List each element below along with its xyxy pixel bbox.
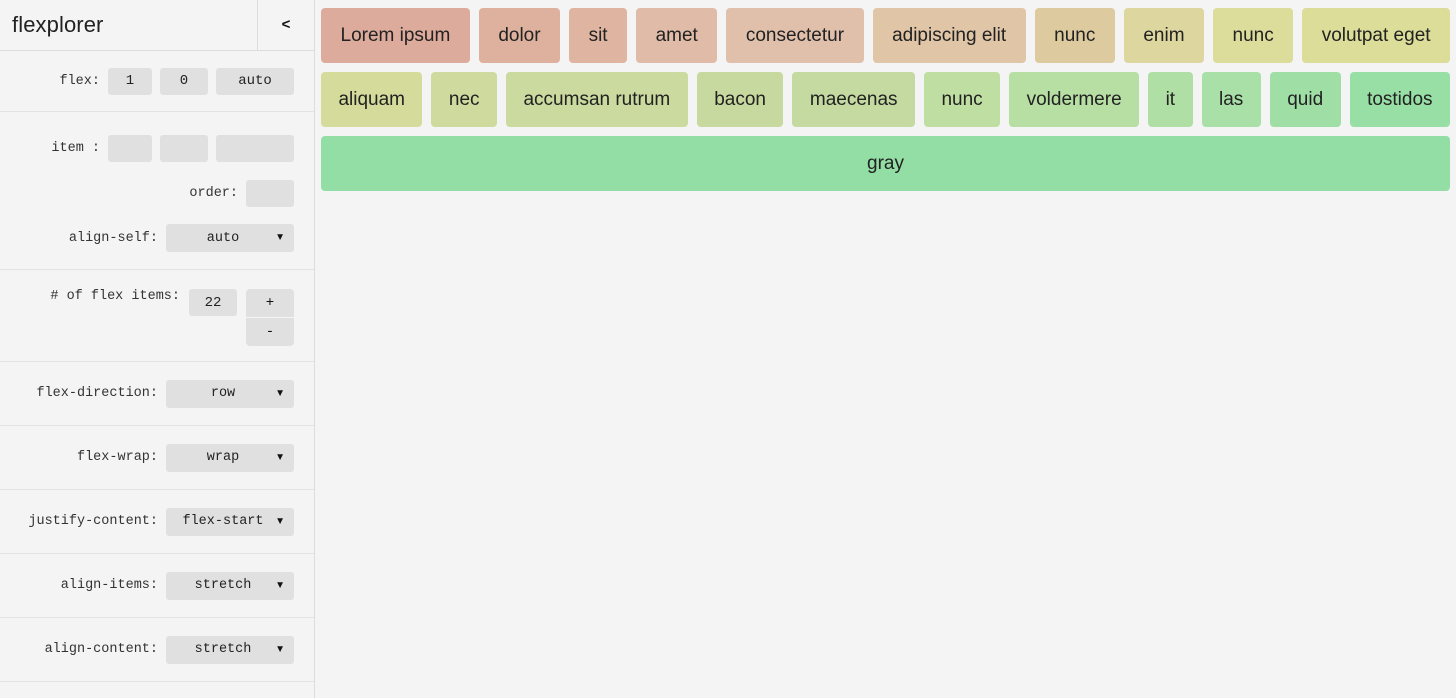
flex-item-count-stepper: + - bbox=[246, 289, 294, 346]
flex-item[interactable]: maecenas bbox=[792, 72, 916, 127]
sidebar: flexplorer < flex: item : order: bbox=[0, 0, 315, 698]
flex-item[interactable]: it bbox=[1148, 72, 1193, 127]
container-prop-row-flex-wrap: flex-wrap: nowrapwrapwrap-reverse▼ bbox=[0, 426, 314, 490]
container-prop-row-align-items: align-items: stretchflex-startflex-endcen… bbox=[0, 554, 314, 618]
flex-item[interactable]: tostidos bbox=[1349, 72, 1451, 127]
align-items-label: align-items: bbox=[60, 578, 158, 593]
container-prop-row-align-content: align-content: stretchflex-startflex-endc… bbox=[0, 618, 314, 682]
align-self-select[interactable]: autoflex-startflex-endcenterbaselinestre… bbox=[166, 224, 294, 252]
flex-item[interactable]: quid bbox=[1269, 72, 1341, 127]
item-properties-row: item : order: align-self: autoflex-start… bbox=[0, 112, 314, 270]
flex-item[interactable]: Lorem ipsum bbox=[321, 8, 470, 63]
flex-item[interactable]: adipiscing elit bbox=[872, 8, 1026, 63]
sidebar-header: flexplorer < bbox=[0, 0, 314, 51]
item-label: item : bbox=[51, 141, 100, 156]
flex-grow-input[interactable] bbox=[108, 67, 152, 95]
flex-item[interactable]: nunc bbox=[1213, 8, 1294, 63]
justify-content-label: justify-content: bbox=[28, 514, 158, 529]
order-input[interactable] bbox=[246, 180, 294, 207]
flex-item[interactable]: sit bbox=[569, 8, 628, 63]
flex-item[interactable]: aliquam bbox=[321, 72, 423, 127]
flex-wrap-select-wrap: nowrapwrapwrap-reverse▼ bbox=[166, 443, 294, 472]
flex-item[interactable]: consectetur bbox=[726, 8, 864, 63]
flex-label: flex: bbox=[59, 73, 100, 89]
flex-item[interactable]: dolor bbox=[478, 8, 561, 63]
flex-wrap-select[interactable]: nowrapwrapwrap-reverse bbox=[166, 443, 294, 472]
flex-direction-select[interactable]: rowrow-reversecolumncolumn-reverse bbox=[166, 379, 294, 408]
flex-item[interactable]: voldermere bbox=[1009, 72, 1140, 127]
flex-item[interactable]: amet bbox=[636, 8, 718, 63]
container-prop-row-flex-direction: flex-direction: rowrow-reversecolumncolum… bbox=[0, 362, 314, 426]
flex-item-count-input[interactable] bbox=[189, 289, 237, 316]
flex-item-count-row: # of flex items: + - bbox=[0, 270, 314, 362]
flex-direction-select-wrap: rowrow-reversecolumncolumn-reverse▼ bbox=[166, 379, 294, 408]
order-label: order: bbox=[189, 186, 238, 201]
align-content-label: align-content: bbox=[44, 642, 158, 657]
flex-item[interactable]: gray bbox=[321, 136, 1450, 191]
flex-item[interactable]: accumsan rutrum bbox=[506, 72, 688, 127]
flex-item[interactable]: enim bbox=[1123, 8, 1205, 63]
container-prop-row-justify-content: justify-content: flex-startflex-endcenter… bbox=[0, 490, 314, 554]
container-properties: flex-direction: rowrow-reversecolumncolum… bbox=[0, 362, 314, 682]
flex-item[interactable]: bacon bbox=[696, 72, 784, 127]
flex-item[interactable]: volutpat eget bbox=[1302, 8, 1451, 63]
item-basis-input[interactable] bbox=[216, 135, 294, 162]
justify-content-select[interactable]: flex-startflex-endcenterspace-betweenspa… bbox=[166, 507, 294, 536]
align-items-select-wrap: stretchflex-startflex-endcenterbaseline▼ bbox=[166, 571, 294, 600]
flex-item[interactable]: nec bbox=[431, 72, 498, 127]
flex-wrap-label: flex-wrap: bbox=[76, 450, 158, 465]
align-self-select-wrap: autoflex-startflex-endcenterbaselinestre… bbox=[166, 224, 294, 252]
justify-content-select-wrap: flex-startflex-endcenterspace-betweenspa… bbox=[166, 507, 294, 536]
flex-item-count-label: # of flex items: bbox=[50, 289, 180, 304]
flex-basis-input[interactable] bbox=[216, 67, 294, 95]
flex-shrink-input[interactable] bbox=[160, 67, 208, 95]
flex-direction-label: flex-direction: bbox=[36, 386, 158, 401]
app-title: flexplorer bbox=[12, 12, 104, 37]
flex-item[interactable]: las bbox=[1201, 72, 1261, 127]
chevron-left-icon[interactable]: < bbox=[257, 0, 314, 50]
item-shrink-input[interactable] bbox=[160, 135, 208, 162]
align-content-select[interactable]: stretchflex-startflex-endcenterspace-bet… bbox=[166, 635, 294, 664]
align-self-label: align-self: bbox=[68, 230, 158, 246]
align-content-select-wrap: stretchflex-startflex-endcenterspace-bet… bbox=[166, 635, 294, 664]
flex-item[interactable]: nunc bbox=[924, 72, 1001, 127]
increment-button[interactable]: + bbox=[246, 289, 294, 317]
item-grow-input[interactable] bbox=[108, 135, 152, 162]
flex-item[interactable]: nunc bbox=[1034, 8, 1115, 63]
align-items-select[interactable]: stretchflex-startflex-endcenterbaseline bbox=[166, 571, 294, 600]
decrement-button[interactable]: - bbox=[246, 318, 294, 346]
flex-shorthand-row: flex: bbox=[0, 51, 314, 112]
